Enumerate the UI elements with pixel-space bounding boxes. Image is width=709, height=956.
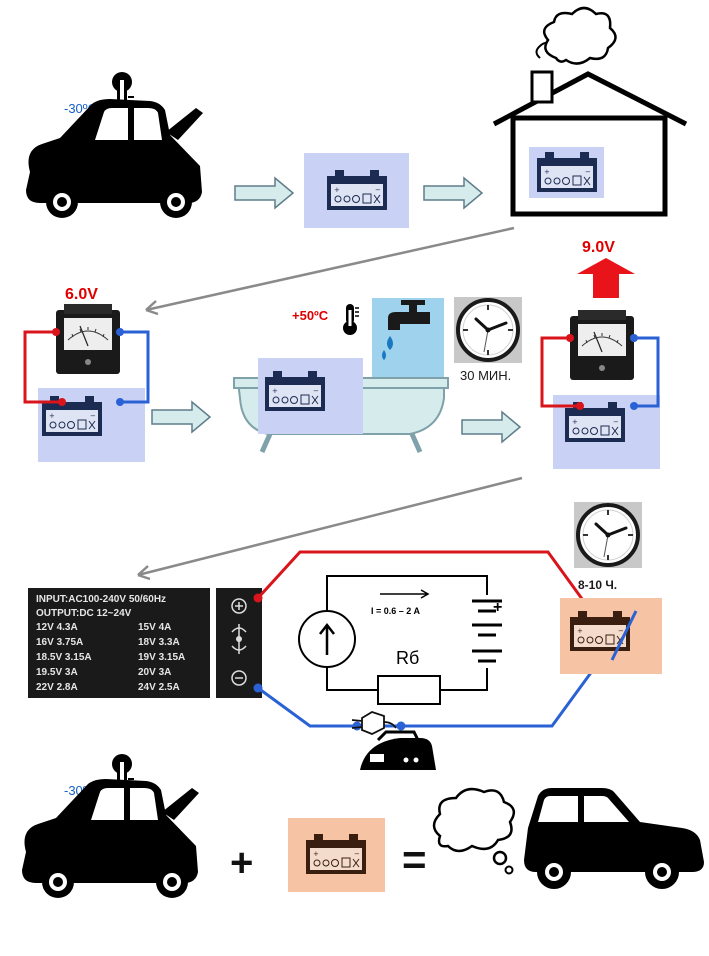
battery-plus-symbol: + bbox=[493, 599, 502, 616]
flow-connector-1 bbox=[145, 226, 515, 316]
adapter-row-1-left: 16V 3.75A bbox=[36, 637, 83, 648]
voltage-before-label: 6.0V bbox=[65, 286, 98, 303]
arrow-right-4 bbox=[461, 411, 521, 443]
car-open-hood-top bbox=[26, 99, 203, 218]
battery-icon-bath bbox=[264, 370, 326, 412]
clock-icon-charge bbox=[572, 500, 644, 570]
chimney-smoke-cloud bbox=[542, 6, 617, 65]
current-label: I = 0.6 – 2 A bbox=[371, 606, 420, 616]
adapter-row-3-right: 20V 3A bbox=[138, 667, 171, 678]
adapter-row-2-left: 18.5V 3.15A bbox=[36, 652, 92, 663]
battery-icon bbox=[326, 169, 388, 211]
arrow-right-3 bbox=[151, 401, 211, 433]
charge-timer-label: 8-10 Ч. bbox=[578, 578, 617, 592]
bath-temp-label: +50ºC bbox=[292, 308, 329, 323]
voltmeter-icon-before bbox=[55, 303, 121, 375]
arrow-right-1 bbox=[234, 177, 294, 209]
flow-connector-2 bbox=[137, 476, 523, 581]
thought-cloud-icon bbox=[432, 787, 516, 875]
car-open-hood-bottom bbox=[22, 779, 199, 898]
plus-sign: + bbox=[230, 841, 253, 885]
faucet-icon bbox=[382, 300, 430, 360]
test-wires-after bbox=[540, 334, 660, 410]
up-arrow-icon bbox=[577, 258, 635, 298]
polarity-symbol-plate bbox=[216, 588, 262, 698]
bath-timer-label: 30 МИН. bbox=[460, 368, 511, 383]
adapter-row-4-left: 22V 2.8A bbox=[36, 682, 78, 693]
adapter-row-3-left: 19.5V 3A bbox=[36, 667, 78, 678]
adapter-input-text: INPUT:AC100-240V 50/60Hz bbox=[36, 594, 166, 605]
battery-icon-in-house bbox=[536, 151, 598, 193]
adapter-row-1-right: 18V 3.3A bbox=[138, 637, 180, 648]
adapter-row-4-right: 24V 2.5A bbox=[138, 682, 180, 693]
circuit-schematic bbox=[298, 575, 502, 705]
adapter-text-block: INPUT:AC100-240V 50/60Hz OUTPUT:DC 12~24… bbox=[36, 594, 185, 693]
iron-icon bbox=[360, 730, 436, 770]
arrow-right-2 bbox=[423, 177, 483, 209]
iron-plug-icon bbox=[351, 711, 397, 735]
bath-thermometer-icon bbox=[342, 303, 360, 336]
voltage-after-label: 9.0V bbox=[582, 239, 615, 256]
adapter-row-0-right: 15V 4A bbox=[138, 622, 171, 633]
adapter-label-plate bbox=[28, 588, 210, 698]
battery-icon-after bbox=[564, 401, 626, 443]
adapter-row-2-right: 19V 3.15A bbox=[138, 652, 185, 663]
adapter-row-0-left: 12V 4.3A bbox=[36, 622, 78, 633]
test-wires-before bbox=[23, 328, 150, 406]
charging-wire-overlay bbox=[610, 610, 638, 661]
equals-sign: = bbox=[402, 836, 427, 883]
voltmeter-icon-after bbox=[569, 309, 635, 381]
clock-icon-bath bbox=[452, 295, 524, 365]
resistor-label: Rб bbox=[396, 648, 419, 668]
adapter-output-text: OUTPUT:DC 12~24V bbox=[36, 608, 132, 619]
car-running bbox=[524, 788, 704, 889]
battery-icon-final bbox=[305, 833, 367, 875]
